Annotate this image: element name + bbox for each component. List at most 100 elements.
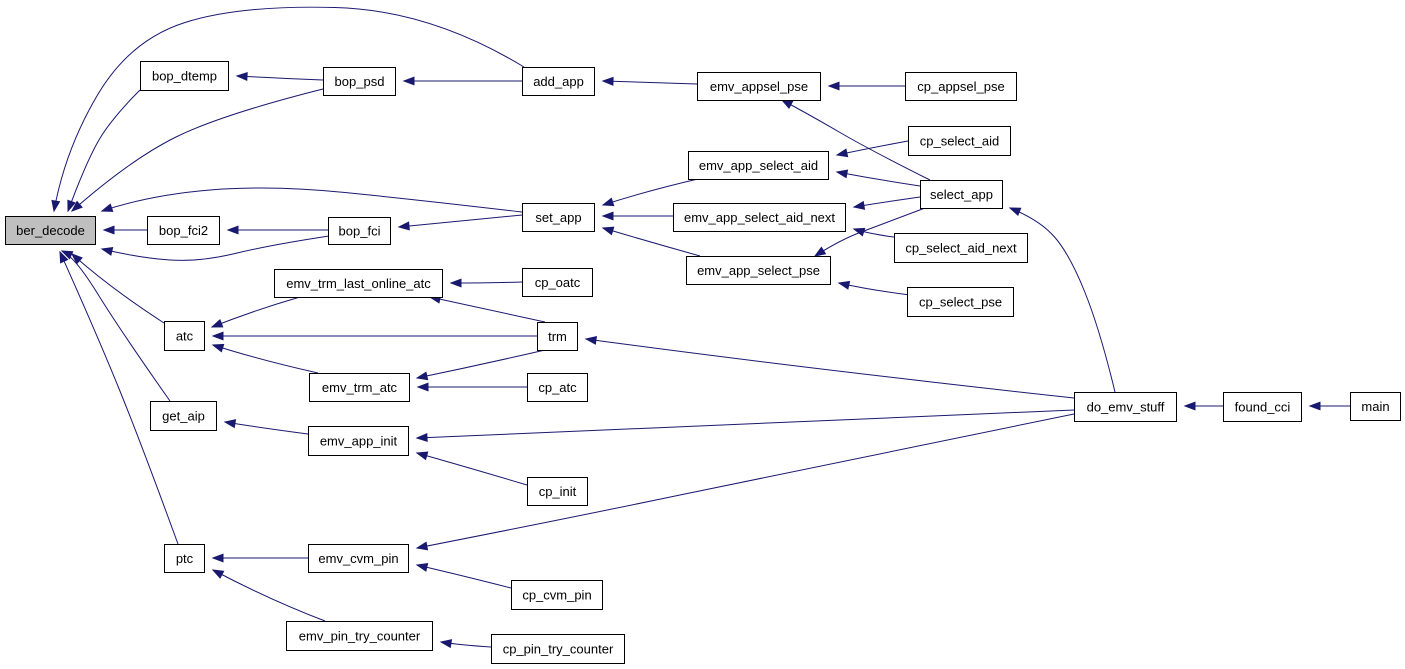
edge-line xyxy=(212,569,326,622)
arrowhead-icon xyxy=(211,553,224,563)
node-atc[interactable]: atc xyxy=(164,321,205,351)
edge-line xyxy=(67,89,141,212)
graph-nodes: ber_decode bop_dtemp bop_psd add_app emv_app… xyxy=(5,61,1401,664)
edge-line xyxy=(416,413,1075,549)
edge-line xyxy=(838,282,911,296)
arrowhead-icon xyxy=(852,227,866,237)
node-cp_pin_try_counter[interactable]: cp_pin_try_counter xyxy=(491,634,625,664)
node-box xyxy=(286,621,433,651)
arrowhead-icon xyxy=(601,197,615,207)
arrowhead-icon xyxy=(835,148,849,158)
node-label: cp_appsel_pse xyxy=(917,79,1004,94)
node-label: cp_pin_try_counter xyxy=(503,642,614,657)
node-bop_psd[interactable]: bop_psd xyxy=(323,67,396,96)
edge-line xyxy=(585,338,1075,399)
edge-main-to-found_cci xyxy=(1308,401,1350,411)
node-label: cp_select_pse xyxy=(919,295,1002,310)
node-label: emv_appsel_pse xyxy=(710,79,808,94)
node-box xyxy=(522,268,593,297)
node-emv_appsel_pse[interactable]: emv_appsel_pse xyxy=(697,72,821,101)
node-emv_app_select_pse[interactable]: emv_app_select_pse xyxy=(686,256,831,285)
edge-select_app-to-emv_app_select_pse xyxy=(813,207,926,257)
arrowhead-icon xyxy=(415,451,429,461)
edge-cp_cvm_pin-to-emv_cvm_pin xyxy=(415,563,512,589)
node-emv_trm_atc[interactable]: emv_trm_atc xyxy=(309,373,410,402)
node-bop_dtemp[interactable]: bop_dtemp xyxy=(140,61,229,91)
arrowhead-icon xyxy=(415,371,429,381)
node-cp_init[interactable]: cp_init xyxy=(527,477,588,506)
node-cp_oatc[interactable]: cp_oatc xyxy=(522,268,593,297)
edge-line xyxy=(781,99,931,181)
node-label: emv_app_select_aid xyxy=(699,158,818,173)
node-label: cp_cvm_pin xyxy=(522,588,591,603)
node-box xyxy=(908,126,1011,156)
node-emv_app_select_aid_next[interactable]: emv_app_select_aid_next xyxy=(673,203,846,232)
arrowhead-icon xyxy=(60,250,74,260)
node-cp_select_aid[interactable]: cp_select_aid xyxy=(908,126,1011,156)
edge-select_app-to-emv_app_select_aid_next xyxy=(852,196,921,210)
edge-line xyxy=(416,564,512,589)
node-label: ber_decode xyxy=(16,223,85,238)
node-select_app[interactable]: select_app xyxy=(920,180,1003,209)
node-ber_decode[interactable]: ber_decode xyxy=(5,216,96,245)
node-emv_cvm_pin[interactable]: emv_cvm_pin xyxy=(308,544,409,573)
node-emv_app_select_aid[interactable]: emv_app_select_aid xyxy=(688,151,829,180)
arrowhead-icon xyxy=(835,169,849,179)
edge-line xyxy=(602,178,699,206)
node-box xyxy=(309,373,410,402)
node-box xyxy=(328,217,391,245)
node-cp_select_aid_next[interactable]: cp_select_aid_next xyxy=(894,233,1028,263)
node-emv_app_init[interactable]: emv_app_init xyxy=(308,426,409,456)
arrowhead-icon xyxy=(211,569,225,579)
node-get_aip[interactable]: get_aip xyxy=(150,401,217,431)
edge-found_cci-to-do_emv_stuff xyxy=(1183,401,1223,411)
node-bop_fci2[interactable]: bop_fci2 xyxy=(147,216,220,245)
arrowhead-icon xyxy=(852,200,866,210)
arrowhead-icon xyxy=(415,563,429,572)
edge-cp_select_aid-to-emv_app_select_aid xyxy=(835,140,909,158)
edge-bop_dtemp-to-ber_decode xyxy=(67,89,141,213)
node-box xyxy=(164,321,205,351)
edge-do_emv_stuff-to-emv_app_init xyxy=(415,409,1075,442)
node-box xyxy=(688,151,829,180)
node-set_app[interactable]: set_app xyxy=(522,203,595,232)
node-add_app[interactable]: add_app xyxy=(522,67,595,96)
node-label: cp_init xyxy=(539,484,577,499)
node-box xyxy=(164,544,205,573)
node-emv_pin_try_counter[interactable]: emv_pin_try_counter xyxy=(286,621,433,651)
node-main[interactable]: main xyxy=(1350,392,1401,421)
node-label: bop_fci xyxy=(339,224,381,239)
arrowhead-icon xyxy=(1308,401,1321,411)
arrowhead-icon xyxy=(601,226,615,236)
node-label: found_cci xyxy=(1235,400,1291,415)
node-emv_trm_last_online_atc[interactable]: emv_trm_last_online_atc xyxy=(274,269,443,298)
edge-atc-to-ber_decode xyxy=(70,253,165,324)
edge-line xyxy=(429,296,546,323)
node-box xyxy=(907,287,1014,317)
node-label: select_app xyxy=(930,187,993,202)
node-trm[interactable]: trm xyxy=(537,322,578,351)
node-box xyxy=(150,401,217,431)
edge-cp_init-to-emv_app_init xyxy=(415,451,528,486)
edge-line xyxy=(416,452,528,486)
edge-line xyxy=(59,251,179,545)
edge-trm-to-atc xyxy=(211,331,537,341)
edge-bop_psd-to-bop_dtemp xyxy=(235,72,324,82)
node-cp_select_pse[interactable]: cp_select_pse xyxy=(907,287,1014,317)
node-cp_cvm_pin[interactable]: cp_cvm_pin xyxy=(511,580,603,610)
node-cp_appsel_pse[interactable]: cp_appsel_pse xyxy=(905,72,1017,101)
node-ptc[interactable]: ptc xyxy=(164,544,205,573)
node-box xyxy=(522,67,595,96)
node-do_emv_stuff[interactable]: do_emv_stuff xyxy=(1074,392,1177,422)
node-found_cci[interactable]: found_cci xyxy=(1223,392,1302,422)
node-bop_fci[interactable]: bop_fci xyxy=(328,217,391,245)
edge-line xyxy=(101,187,523,213)
arrowhead-icon xyxy=(584,335,597,345)
node-cp_atc[interactable]: cp_atc xyxy=(527,373,588,402)
edge-line xyxy=(602,80,698,85)
edge-get_aip-to-ber_decode xyxy=(60,250,171,402)
node-box xyxy=(140,61,229,91)
node-label: emv_app_select_aid_next xyxy=(684,210,835,225)
edge-line xyxy=(101,235,330,261)
